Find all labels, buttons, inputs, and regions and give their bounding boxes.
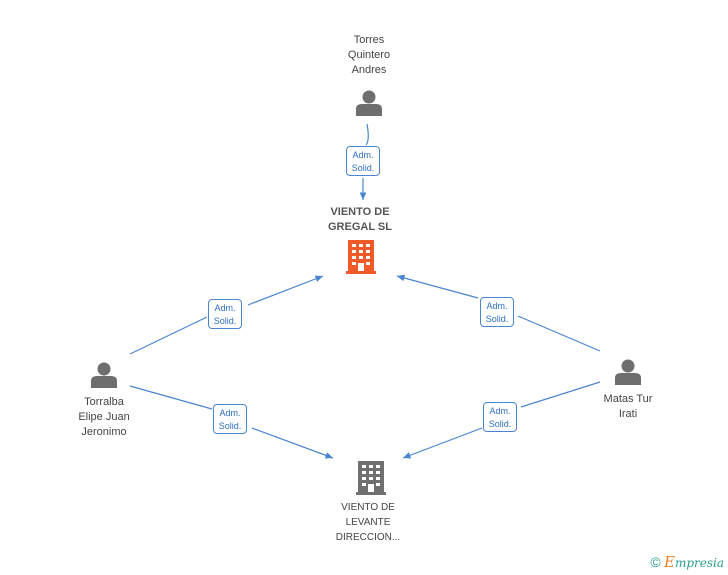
brand-logo: Empresia: [663, 553, 724, 571]
edge-line-right-bottom: [403, 381, 601, 458]
person-name-matas[interactable]: Matas Tur Irati: [603, 393, 653, 420]
relation-badge[interactable]: Adm. Solid.: [208, 299, 242, 329]
brand-footer: © Empresia: [650, 553, 724, 571]
person-name-torres[interactable]: Torres Quintero Andres: [347, 34, 391, 76]
copyright-symbol: ©: [650, 554, 661, 570]
brand-initial: E: [663, 553, 675, 571]
person-icon[interactable]: [91, 362, 117, 389]
relation-badge[interactable]: Adm. Solid.: [346, 146, 380, 176]
edge-line-right-main: [397, 276, 601, 352]
company-name-viento-gregal[interactable]: VIENTO DE GREGAL SL: [328, 206, 392, 233]
relation-badge[interactable]: Adm. Solid.: [483, 402, 517, 432]
relation-badge[interactable]: Adm. Solid.: [213, 404, 247, 434]
edge-line-left-main: [129, 276, 323, 355]
person-icon[interactable]: [356, 90, 382, 117]
relation-badge[interactable]: Adm. Solid.: [480, 297, 514, 327]
brand-rest: mpresia: [674, 556, 724, 570]
person-icon[interactable]: [615, 359, 641, 386]
edge-line-left-bottom: [129, 385, 333, 458]
person-name-torralba[interactable]: Torralba Elipe Juan Jeronimo: [78, 396, 130, 438]
company-name-viento-levante[interactable]: VIENTO DE LEVANTE DIRECCION...: [335, 502, 401, 543]
building-icon[interactable]: [356, 461, 386, 495]
building-icon[interactable]: [346, 240, 376, 274]
edge-line-top: [363, 123, 368, 200]
